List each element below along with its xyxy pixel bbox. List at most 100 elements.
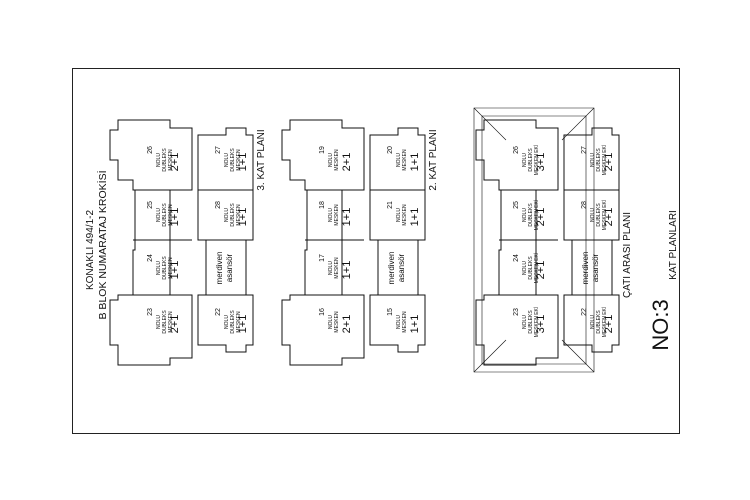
unit-line1: NOLU: [156, 208, 162, 222]
unit-line3: MESKEN EKİ: [533, 145, 540, 176]
unit-number: 18: [319, 201, 326, 209]
unit-line1: NOLU: [590, 315, 596, 329]
unit-line2: DUBLEKS: [162, 148, 168, 172]
unit-line2: DUBLEKS: [230, 310, 236, 334]
unit-line2: DUBLEKS: [230, 203, 236, 227]
sheet-number-block: NO:3 KAT PLANLARI: [648, 210, 679, 351]
unit-type: 2+1: [535, 208, 547, 227]
unit-number: 24: [513, 254, 520, 262]
unit-number: 20: [387, 146, 394, 154]
unit-type: 1+1: [237, 208, 249, 227]
unit-line2: DUBLEKS: [162, 310, 168, 334]
unit-type: 1+1: [237, 315, 249, 334]
title-block: KONAKLI 494/1-2 B BLOK NUMARATAJ KROKİSİ: [85, 171, 109, 320]
unit-type: 3+1: [535, 315, 547, 334]
unit-type: 2+1: [169, 315, 181, 334]
unit-line2: DUBLEKS: [528, 203, 534, 227]
unit-number: 25: [513, 201, 520, 209]
roof-hip-line: [473, 339, 507, 373]
unit-line3: MESKEN: [168, 149, 174, 171]
unit-number: 27: [581, 146, 588, 154]
unit-line2: MESKEN: [402, 149, 408, 171]
unit-type: 2+1: [341, 315, 353, 334]
unit-line1: NOLU: [328, 315, 334, 329]
unit-line1: NOLU: [224, 208, 230, 222]
unit-number: 16: [319, 308, 326, 316]
unit-line1: NOLU: [522, 315, 528, 329]
unit-number: 28: [581, 201, 588, 209]
unit-line2: DUBLEKS: [162, 256, 168, 280]
unit-line1: NOLU: [396, 153, 402, 167]
unit-number: 26: [513, 146, 520, 154]
unit-block-bottom: [197, 294, 254, 353]
unit-line2: MESKEN: [402, 311, 408, 333]
unit-number: 27: [215, 146, 222, 154]
unit-line3: MESKEN: [168, 257, 174, 279]
unit-number: 17: [319, 254, 326, 262]
unit-line1: NOLU: [224, 153, 230, 167]
unit-line1: NOLU: [328, 208, 334, 222]
unit-line2: MESKEN: [334, 311, 340, 333]
unit-number: 26: [147, 146, 154, 154]
unit-line3: MESKEN EKİ: [601, 145, 608, 176]
unit-type: 1+1: [409, 153, 421, 172]
unit-line2: MESKEN: [402, 204, 408, 226]
core-label-elevator: asansör: [225, 253, 234, 282]
unit-line1: NOLU: [156, 261, 162, 275]
unit-line2: DUBLEKS: [230, 148, 236, 172]
unit-line1: NOLU: [396, 315, 402, 329]
unit-line2: MESKEN: [334, 257, 340, 279]
title-line2: B BLOK NUMARATAJ KROKİSİ: [96, 171, 109, 320]
unit-line2: DUBLEKS: [528, 148, 534, 172]
unit-line1: NOLU: [328, 261, 334, 275]
unit-line3: MESKEN EKİ: [601, 200, 608, 231]
unit-type: 1+1: [409, 208, 421, 227]
unit-type: 2+1: [169, 153, 181, 172]
unit-line3: MESKEN EKİ: [533, 253, 540, 284]
unit-line2: MESKEN: [334, 204, 340, 226]
unit-type: 1+1: [169, 261, 181, 280]
core-label-elevator: asansör: [397, 253, 406, 282]
unit-number: 19: [319, 146, 326, 154]
unit-type: 3+1: [535, 153, 547, 172]
drawing-sheet-frame: [72, 68, 680, 434]
unit-line2: DUBLEKS: [528, 256, 534, 280]
unit-line2: DUBLEKS: [528, 310, 534, 334]
unit-line3: MESKEN: [236, 204, 242, 226]
unit-number: 23: [147, 308, 154, 316]
unit-type: 1+1: [237, 153, 249, 172]
unit-type: 2+1: [603, 315, 615, 334]
unit-line1: NOLU: [396, 208, 402, 222]
unit-type: 2+1: [603, 153, 615, 172]
unit-number: 15: [387, 308, 394, 316]
unit-line1: NOLU: [328, 153, 334, 167]
unit-line2: DUBLEKS: [596, 148, 602, 172]
core-label-stairs: merdiven: [581, 252, 590, 285]
core-label-stairs: merdiven: [215, 252, 224, 285]
unit-number: 25: [147, 201, 154, 209]
title-line1: KONAKLI 494/1-2: [85, 210, 96, 290]
plan-label: 2. KAT PLANI: [428, 129, 439, 190]
sheet-number-label: NO:3: [648, 299, 673, 350]
unit-line1: NOLU: [522, 208, 528, 222]
unit-block-bottom: [369, 294, 426, 353]
unit-number: 28: [215, 201, 222, 209]
unit-number: 22: [581, 308, 588, 316]
